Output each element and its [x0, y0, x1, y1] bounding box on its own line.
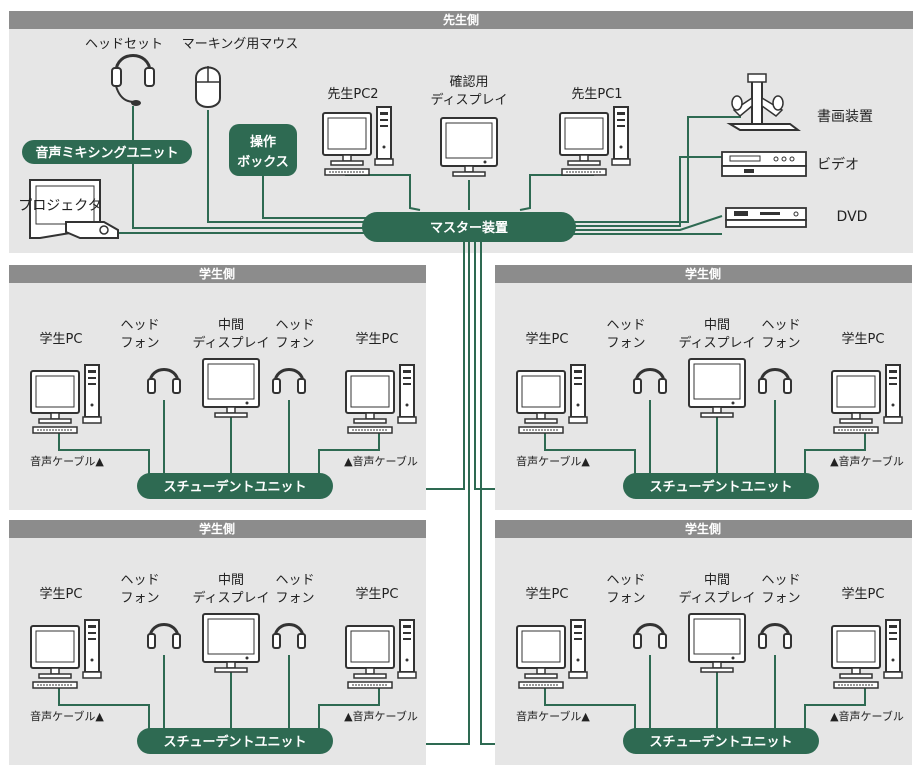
audio-cable-right-label: ▲音声ケーブル: [344, 709, 418, 723]
audio-cable-left-label: 音声ケーブル▲: [516, 454, 590, 468]
teacher-pc2-label: 先生PC2: [327, 87, 378, 102]
student-pc-right-label: 学生PC: [842, 586, 885, 602]
headphones-left-label-line2: フォン: [606, 336, 645, 351]
document-camera-icon: [726, 73, 801, 131]
teacher-pc1-label: 先生PC1: [571, 87, 622, 102]
student-pc-right-icon: [345, 364, 417, 434]
student-header-bar: [9, 520, 426, 538]
student-unit-label: スチューデントユニット: [163, 479, 306, 495]
student-panel: 学生側学生PCヘッドフォン中間ディスプレイヘッドフォン学生PC音声ケーブル▲▲音…: [495, 520, 912, 765]
teacher-header-bar: [9, 11, 913, 29]
teacher-pc1-icon: [559, 106, 631, 176]
student-pc-right-icon: [345, 619, 417, 689]
student-pc-left-label: 学生PC: [40, 586, 83, 602]
student-pc-left-icon: [30, 619, 102, 689]
confirmation-display-label-line2: ディスプレイ: [430, 92, 507, 108]
student-unit-label: スチューデントユニット: [649, 479, 792, 495]
student-panels: 学生側学生PCヘッドフォン中間ディスプレイヘッドフォン学生PC音声ケーブル▲▲音…: [9, 265, 912, 765]
headset-label: ヘッドセット: [85, 37, 163, 52]
master-unit: [362, 212, 576, 242]
student-header-bar: [9, 265, 426, 283]
student-pc-left-icon: [516, 619, 588, 689]
intermediate-display-label-line1: 中間: [218, 318, 244, 333]
control-box-label-line1: 操作: [250, 134, 276, 150]
intermediate-display-label-line2: ディスプレイ: [678, 590, 755, 606]
student-pc-left-label: 学生PC: [526, 586, 569, 602]
headset-icon: [111, 54, 155, 106]
student-unit: [137, 473, 333, 499]
control-box: [229, 124, 297, 176]
student-pc-right-icon: [831, 364, 903, 434]
audio-mixing-unit-label: 音声ミキシングユニット: [35, 145, 178, 161]
master-unit-label: マスター装置: [430, 220, 508, 236]
video-label: ビデオ: [817, 156, 859, 173]
dvd-label: DVD: [837, 209, 868, 225]
headphones-right-label-line1: ヘッド: [761, 573, 800, 588]
headphones-right-label-line2: フォン: [275, 591, 314, 606]
headphones-left-label-line1: ヘッド: [606, 573, 645, 588]
intermediate-display-label-line1: 中間: [704, 318, 730, 333]
video-deck-icon: [721, 151, 807, 177]
student-pc-right-label: 学生PC: [356, 331, 399, 347]
headphones-right-label-line2: フォン: [761, 336, 800, 351]
projector-label: プロジェクタ: [18, 198, 101, 214]
headphones-left-label-line2: フォン: [120, 336, 159, 351]
headphones-left-label-line1: ヘッド: [120, 573, 159, 588]
student-unit-label: スチューデントユニット: [649, 734, 792, 750]
headphones-left-label-line2: フォン: [606, 591, 645, 606]
marking-mouse-icon: [195, 66, 221, 108]
headphones-right-label-line1: ヘッド: [275, 318, 314, 333]
confirmation-display-label-line1: 確認用: [449, 74, 488, 90]
student-pc-left-label: 学生PC: [40, 331, 83, 347]
student-header-label: 学生側: [199, 266, 235, 281]
student-pc-left-icon: [516, 364, 588, 434]
audio-cable-left-label: 音声ケーブル▲: [516, 709, 590, 723]
audio-cable-right-label: ▲音声ケーブル: [830, 709, 904, 723]
headphones-left-label-line1: ヘッド: [120, 318, 159, 333]
audio-cable-right-label: ▲音声ケーブル: [344, 454, 418, 468]
audio-mixing-unit: [22, 140, 192, 164]
audio-cable-left-label: 音声ケーブル▲: [30, 709, 104, 723]
student-pc-right-icon: [831, 619, 903, 689]
teacher-pc2-icon: [322, 106, 394, 176]
student-header-label: 学生側: [685, 521, 721, 536]
marking-mouse-label: マーキング用マウス: [182, 37, 299, 52]
document-camera-label: 書画装置: [817, 109, 873, 125]
intermediate-display-label-line2: ディスプレイ: [192, 590, 269, 606]
audio-cable-left-label: 音声ケーブル▲: [30, 454, 104, 468]
headphones-right-label-line2: フォン: [761, 591, 800, 606]
student-panel: 学生側学生PCヘッドフォン中間ディスプレイヘッドフォン学生PC音声ケーブル▲▲音…: [9, 265, 426, 510]
audio-cable-right-label: ▲音声ケーブル: [830, 454, 904, 468]
intermediate-display-label-line2: ディスプレイ: [678, 335, 755, 351]
student-pc-left-icon: [30, 364, 102, 434]
student-pc-right-label: 学生PC: [356, 586, 399, 602]
control-box-label-line2: ボックス: [237, 154, 289, 170]
student-pc-right-label: 学生PC: [842, 331, 885, 347]
teacher-cables: [100, 106, 741, 235]
dvd-player-icon: [725, 207, 807, 228]
student-unit: [137, 728, 333, 754]
projector-icon: [29, 179, 119, 239]
student-panel: 学生側学生PCヘッドフォン中間ディスプレイヘッドフォン学生PC音声ケーブル▲▲音…: [495, 265, 912, 510]
headphones-left-label-line1: ヘッド: [606, 318, 645, 333]
student-pc-left-label: 学生PC: [526, 331, 569, 347]
intermediate-display-label-line2: ディスプレイ: [192, 335, 269, 351]
intermediate-display-label-line1: 中間: [218, 573, 244, 588]
teacher-header-label: 先生側: [443, 12, 479, 27]
headphones-left-label-line2: フォン: [120, 591, 159, 606]
intermediate-display-label-line1: 中間: [704, 573, 730, 588]
student-header-label: 学生側: [199, 521, 235, 536]
student-header-label: 学生側: [685, 266, 721, 281]
headphones-right-label-line1: ヘッド: [275, 573, 314, 588]
student-panel: 学生側学生PCヘッドフォン中間ディスプレイヘッドフォン学生PC音声ケーブル▲▲音…: [9, 520, 426, 765]
headphones-right-label-line2: フォン: [275, 336, 314, 351]
student-unit: [623, 728, 819, 754]
headphones-right-label-line1: ヘッド: [761, 318, 800, 333]
student-unit-label: スチューデントユニット: [163, 734, 306, 750]
student-header-bar: [495, 520, 912, 538]
student-header-bar: [495, 265, 912, 283]
student-unit: [623, 473, 819, 499]
